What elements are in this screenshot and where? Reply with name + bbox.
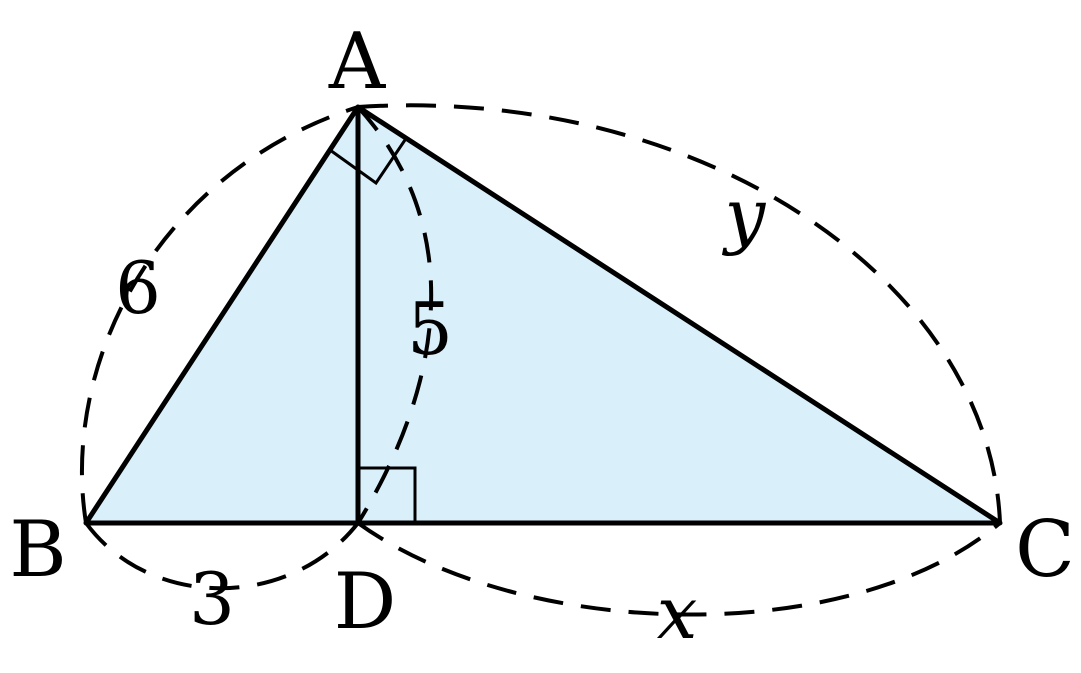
side-label-dc: x — [657, 571, 698, 655]
dimension-arc-bd — [84, 521, 360, 591]
dimension-arc-dc — [356, 521, 1002, 617]
dimension-arc-ad — [356, 105, 434, 525]
vertex-label-c: C — [1015, 505, 1075, 595]
side-label-ab: 6 — [115, 246, 161, 330]
triangle-abc — [83, 104, 1003, 526]
vertex-label-a: A — [328, 17, 387, 107]
dimension-arc-ab — [80, 105, 359, 524]
dimension-arc-ac — [357, 103, 1002, 524]
side-label-ad: 5 — [407, 287, 453, 371]
right-angle-marker-d — [358, 466, 417, 523]
right-angle-marker-a — [329, 136, 409, 186]
side-label-bd: 3 — [189, 557, 235, 641]
vertex-label-b: B — [9, 505, 66, 595]
side-label-ac: y — [722, 173, 767, 257]
vertex-label-d: D — [334, 557, 397, 647]
